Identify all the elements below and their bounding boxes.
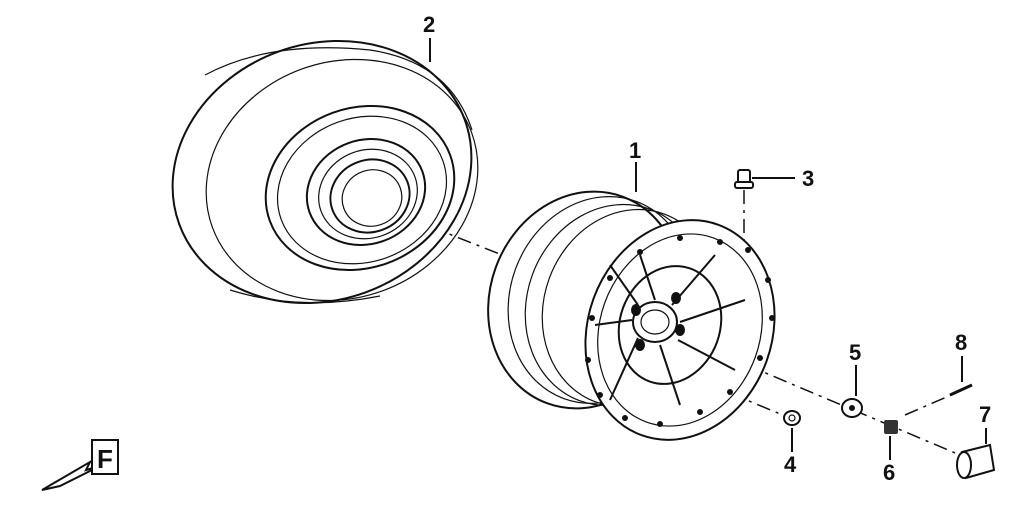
cotter-pin (949, 383, 973, 397)
nut-axis (649, 359, 791, 419)
castle-nut (884, 420, 898, 434)
front-indicator: F (41, 439, 119, 491)
callout-1: 1 (629, 138, 641, 163)
lug-nut (783, 410, 801, 426)
callout-2: 2 (423, 12, 435, 37)
callout-5: 5 (849, 340, 861, 365)
pin-axis (904, 391, 959, 416)
leader-lines (429, 38, 987, 460)
callout-6: 6 (883, 460, 895, 485)
washer (841, 398, 863, 418)
rim-spokes (594, 254, 746, 406)
callout-3: 3 (802, 166, 814, 191)
hub-cap (956, 443, 996, 480)
callout-4: 4 (784, 452, 797, 477)
callout-8: 8 (955, 330, 967, 355)
valve-stem (734, 169, 754, 189)
rim-rivets (585, 235, 775, 427)
front-indicator-letter: F (97, 444, 113, 474)
rim-bolt-holes (631, 292, 685, 351)
callout-7: 7 (979, 402, 991, 427)
rim (487, 190, 776, 441)
tire (171, 39, 479, 305)
